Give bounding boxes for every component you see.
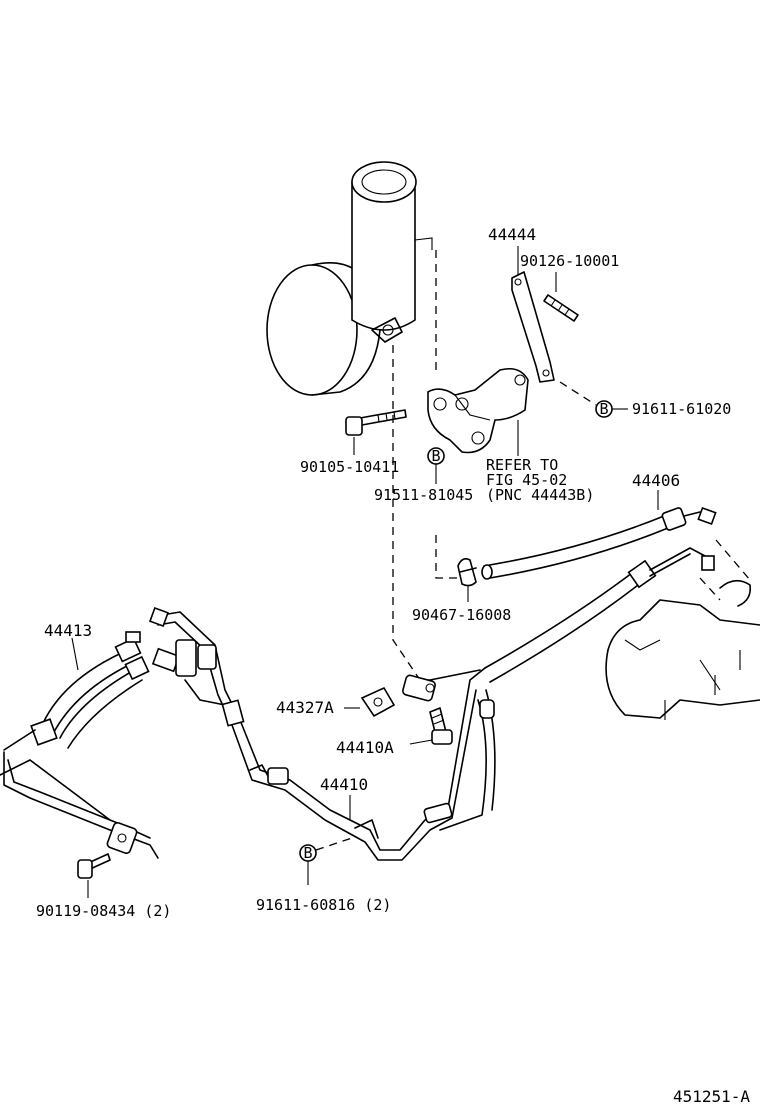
- callout-91511-81045[interactable]: 91511-81045: [374, 486, 473, 504]
- bolt-90105-10411[interactable]: [345, 409, 407, 436]
- marker-b-label: B: [599, 400, 608, 418]
- callout-44406[interactable]: 44406: [632, 471, 680, 490]
- callout-44444[interactable]: 44444: [488, 225, 536, 244]
- oil-cooler-44413[interactable]: [0, 631, 159, 859]
- callout-90119-08434[interactable]: 90119-08434 (2): [36, 902, 171, 920]
- stay-44444[interactable]: [511, 271, 555, 383]
- steering-gear-housing: [605, 579, 760, 720]
- union-bolt-44410A[interactable]: [429, 707, 453, 745]
- callout-91611-60816[interactable]: 91611-60816 (2): [256, 896, 391, 914]
- pump-bracket-assembly[interactable]: [427, 367, 529, 454]
- marker-b-label: B: [431, 447, 440, 465]
- callout-91611-61020[interactable]: 91611-61020: [632, 400, 731, 418]
- pressure-hose-44410-upper[interactable]: [484, 547, 715, 683]
- callout-44410A[interactable]: 44410A: [336, 738, 394, 757]
- return-hose-44406[interactable]: [481, 506, 717, 580]
- callout-90126-10001[interactable]: 90126-10001: [520, 252, 619, 270]
- tube-joint-fittings[interactable]: [149, 607, 289, 785]
- marker-b-label: B: [303, 844, 312, 862]
- callout-90105-10411[interactable]: 90105-10411: [300, 458, 399, 476]
- callout-90467-16008[interactable]: 90467-16008: [412, 606, 511, 624]
- callout-44413[interactable]: 44413: [44, 621, 92, 640]
- clamp-90467-16008[interactable]: [457, 558, 477, 587]
- callout-44410[interactable]: 44410: [320, 775, 368, 794]
- power-steering-pump[interactable]: [266, 161, 433, 396]
- refer-note-line3: (PNC 44443B): [486, 486, 594, 504]
- stud-bolt-90126-10001[interactable]: [543, 294, 579, 322]
- refer-note-line1: REFER TO: [486, 456, 558, 474]
- refer-note-line2: FIG 45-02: [486, 471, 567, 489]
- callout-44327A[interactable]: 44327A: [276, 698, 334, 717]
- bolt-90119-08434[interactable]: [77, 853, 111, 879]
- bolt-marker-b: B B B: [299, 400, 613, 862]
- figure-id: 451251-A: [673, 1087, 750, 1106]
- clamp-44327A[interactable]: [360, 686, 396, 718]
